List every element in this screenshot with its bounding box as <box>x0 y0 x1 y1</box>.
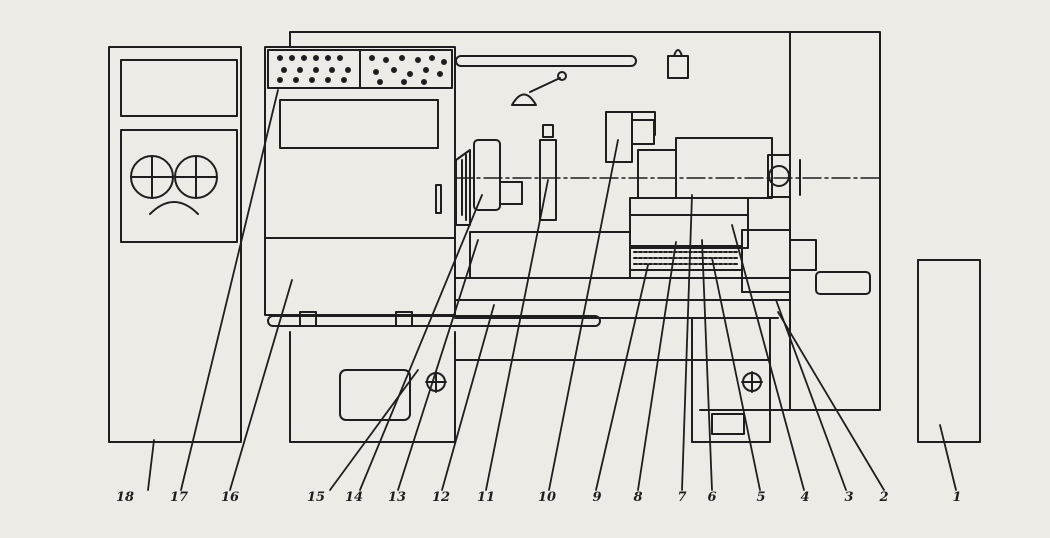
callout-2: 2 <box>879 490 889 505</box>
carriage-assembly <box>539 111 871 295</box>
callout-4: 4 <box>800 490 810 505</box>
callout-7: 7 <box>677 490 687 505</box>
callout-15: 15 <box>306 490 326 505</box>
callout-12: 12 <box>431 490 451 505</box>
callout-16: 16 <box>220 490 240 505</box>
headstock-cabinet <box>264 46 456 316</box>
callout-1: 1 <box>952 490 962 505</box>
callout-18: 18 <box>115 490 135 505</box>
leader-lines <box>147 89 957 491</box>
callout-10: 10 <box>537 490 557 505</box>
callout-5: 5 <box>756 490 766 505</box>
callout-8: 8 <box>633 490 643 505</box>
callout-11: 11 <box>476 490 496 505</box>
control-panel-dots <box>277 55 447 85</box>
callout-6: 6 <box>707 490 717 505</box>
control-cabinet <box>108 46 242 443</box>
callout-13: 13 <box>387 490 407 505</box>
callout-17: 17 <box>169 490 189 505</box>
chip-conveyor <box>917 259 981 443</box>
callout-3: 3 <box>844 490 854 505</box>
callout-9: 9 <box>592 490 602 505</box>
spindle-assembly <box>454 49 881 226</box>
callout-14: 14 <box>344 490 364 505</box>
